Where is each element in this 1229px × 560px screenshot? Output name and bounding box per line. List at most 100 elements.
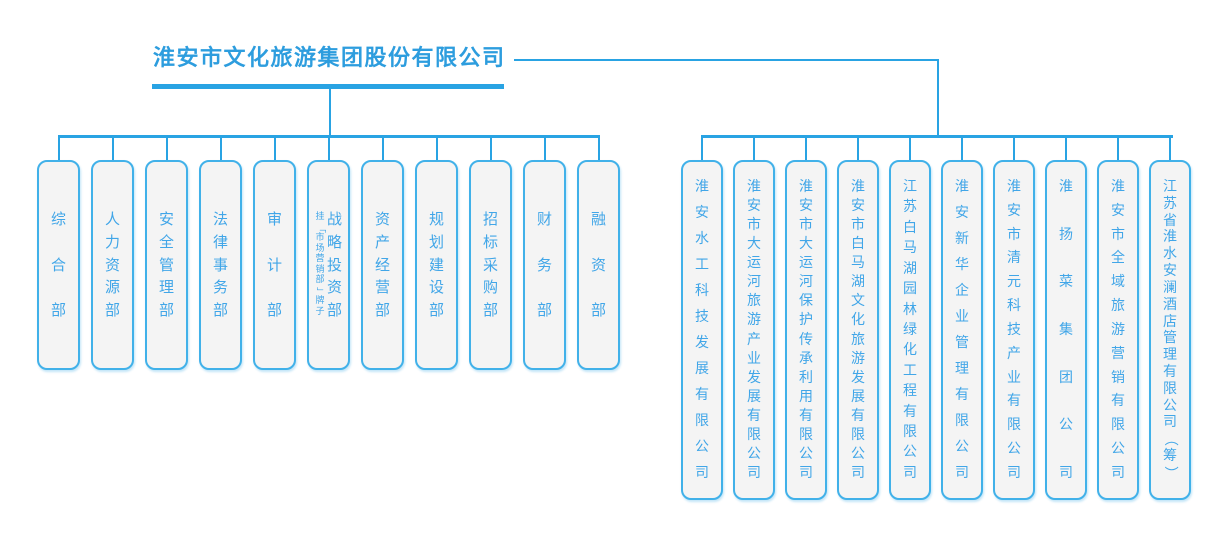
org-box: 资产经营部 [361,160,404,370]
box-content: 财务部 [537,212,552,318]
box-content: 淮安市大运河保护传承利用有限公司 [799,180,813,480]
vertical-label: 财务部 [536,210,552,319]
subsidiary-box-10: 江苏省淮水安澜酒店管理有限公司（筹） [1149,135,1191,500]
org-box: 江苏白马湖园林绿化工程有限公司 [889,160,931,500]
department-box-11: 融资部 [577,135,620,370]
subsidiaries-group: 淮安水工科技发展有限公司 淮安市大运河旅游产业发展有限公司 淮安市大运河保护传承利用… [681,135,1191,500]
subsidiary-box-8: 淮扬菜集团公司 [1045,135,1087,500]
box-content: 审计部 [267,212,282,318]
org-box: 淮安新华企业管理有限公司 [941,160,983,500]
department-box-3: 安全管理部 [145,135,188,370]
department-box-5: 审计部 [253,135,296,370]
subsidiaries-row: 淮安水工科技发展有限公司 淮安市大运河旅游产业发展有限公司 淮安市大运河保护传承利用… [681,135,1191,500]
vertical-label: 淮扬菜集团公司 [1059,179,1073,481]
subsidiary-box-5: 江苏白马湖园林绿化工程有限公司 [889,135,931,500]
subsidiary-box-3: 淮安市大运河保护传承利用有限公司 [785,135,827,500]
box-content: 人力资源部 [105,212,120,318]
vertical-label: 淮安水工科技发展有限公司 [695,179,709,481]
departments-group: 综合部 人力资源部 安全管理部 法律事务部 审计部 挂「市场营销部」牌子战略投资部 资产经营… [37,135,620,370]
box-content: 淮安市大运河旅游产业发展有限公司 [747,180,761,480]
org-box: 淮安市全域旅游营销有限公司 [1097,160,1139,500]
org-box: 财务部 [523,160,566,370]
vertical-label: 招标采购部 [482,210,498,319]
connector-stub [961,135,963,160]
department-box-8: 规划建设部 [415,135,458,370]
connector-stub [165,135,168,160]
connector-stub [57,135,60,160]
vertical-label: 规划建设部 [428,210,444,319]
right-trunk-line [937,59,939,138]
org-box: 淮安水工科技发展有限公司 [681,160,723,500]
department-box-6: 挂「市场营销部」牌子战略投资部 [307,135,350,370]
departments-row: 综合部 人力资源部 安全管理部 法律事务部 审计部 挂「市场营销部」牌子战略投资部 资产经营… [37,135,620,370]
box-content: 淮安水工科技发展有限公司 [695,180,709,480]
org-box: 融资部 [577,160,620,370]
vertical-label: 淮安新华企业管理有限公司 [955,179,969,481]
org-box: 规划建设部 [415,160,458,370]
vertical-label: 江苏省淮水安澜酒店管理有限公司（筹） [1162,179,1178,480]
vertical-label: 淮安市大运河旅游产业发展有限公司 [747,179,761,481]
connector-stub [597,135,600,160]
org-box: 淮扬菜集团公司 [1045,160,1087,500]
box-content: 淮安新华企业管理有限公司 [955,180,969,480]
left-trunk-line [329,89,331,138]
vertical-label: 战略投资部 [326,210,342,319]
department-box-9: 招标采购部 [469,135,512,370]
box-content: 法律事务部 [213,212,228,318]
connector-stub [1065,135,1067,160]
connector-stub [805,135,807,160]
subsidiary-box-6: 淮安新华企业管理有限公司 [941,135,983,500]
connector-stub [543,135,546,160]
vertical-label: 江苏白马湖园林绿化工程有限公司 [903,179,917,481]
connector-stub [273,135,276,160]
box-content: 江苏省淮水安澜酒店管理有限公司（筹） [1162,179,1178,480]
box-content: 挂「市场营销部」牌子战略投资部 [315,212,342,318]
connector-stub [1117,135,1119,160]
connector-stub [1169,135,1171,160]
subsidiaries-connector [701,135,1173,138]
org-box: 人力资源部 [91,160,134,370]
connector-stub [489,135,492,160]
link-line-horizontal [514,59,939,61]
vertical-label: 资产经营部 [374,210,390,319]
vertical-label: 淮安市白马湖文化旅游发展有限公司 [851,179,865,481]
org-box: 综合部 [37,160,80,370]
department-box-10: 财务部 [523,135,566,370]
box-content: 规划建设部 [429,212,444,318]
connector-stub [857,135,859,160]
department-box-7: 资产经营部 [361,135,404,370]
connector-stub [219,135,222,160]
box-content: 资产经营部 [375,212,390,318]
vertical-label: 淮安市全域旅游营销有限公司 [1111,179,1125,481]
connector-stub [753,135,755,160]
vertical-label: 淮安市大运河保护传承利用有限公司 [799,179,813,481]
org-box: 审计部 [253,160,296,370]
connector-stub [1013,135,1015,160]
vertical-label: 人力资源部 [104,210,120,319]
vertical-label: 综合部 [50,210,66,319]
org-box: 挂「市场营销部」牌子战略投资部 [307,160,350,370]
org-box: 安全管理部 [145,160,188,370]
subsidiary-box-9: 淮安市全域旅游营销有限公司 [1097,135,1139,500]
box-content: 综合部 [51,212,66,318]
vertical-label: 审计部 [266,210,282,319]
box-content: 淮扬菜集团公司 [1059,180,1073,480]
box-content: 淮安市全域旅游营销有限公司 [1111,180,1125,480]
connector-stub [701,135,703,160]
box-content: 淮安市白马湖文化旅游发展有限公司 [851,180,865,480]
org-box: 招标采购部 [469,160,512,370]
department-box-4: 法律事务部 [199,135,242,370]
subsidiary-box-4: 淮安市白马湖文化旅游发展有限公司 [837,135,879,500]
title-underline [152,84,504,89]
connector-stub [435,135,438,160]
box-annotation: 挂「市场营销部」牌子 [315,212,326,317]
connector-stub [909,135,911,160]
box-content: 淮安市清元科技产业有限公司 [1007,180,1021,480]
box-content: 融资部 [591,212,606,318]
subsidiary-box-7: 淮安市清元科技产业有限公司 [993,135,1035,500]
vertical-label: 安全管理部 [158,210,174,319]
vertical-label: 融资部 [590,210,606,319]
org-box: 淮安市白马湖文化旅游发展有限公司 [837,160,879,500]
org-box: 淮安市大运河旅游产业发展有限公司 [733,160,775,500]
vertical-label: 淮安市清元科技产业有限公司 [1007,179,1021,481]
